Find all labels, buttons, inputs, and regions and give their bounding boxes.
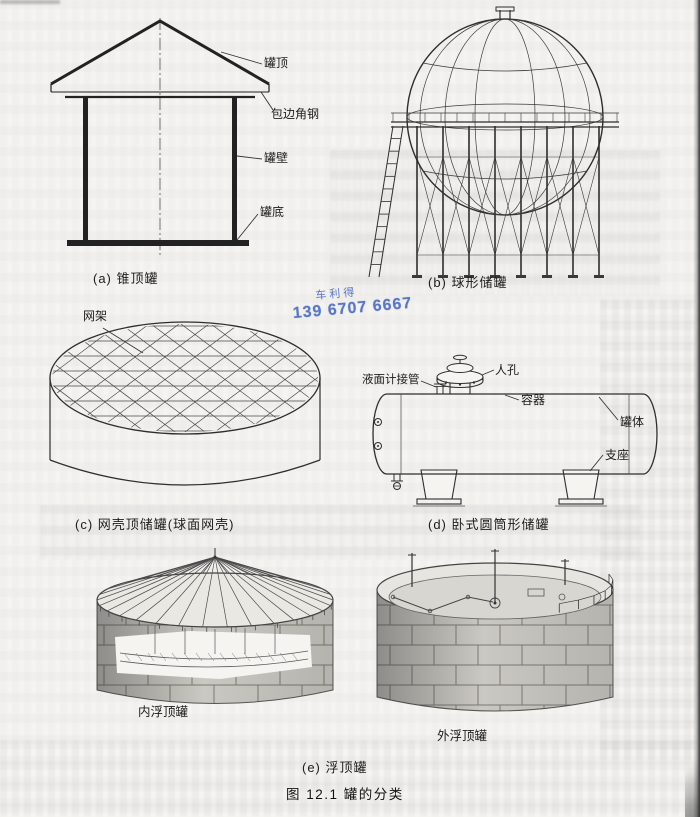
label-tank-bottom: 罐底 (260, 205, 285, 219)
page-corner-shadow (685, 745, 700, 817)
caption-floating-roof: (e) 浮顶罐 (302, 760, 368, 775)
diagram-horizontal-tank: 液面计接管 人孔 容器 罐体 支座 (d) 卧式圆筒形储罐 (355, 350, 675, 535)
label-tank-body: 罐体 (620, 415, 645, 429)
figure-caption: 图 12.1 罐的分类 (286, 787, 404, 802)
label-grid-frame: 网架 (83, 309, 108, 323)
caption-spherical-tank: (b) 球形储罐 (428, 275, 508, 290)
diagram-spherical-tank: (b) 球形储罐 (355, 5, 665, 297)
page-edge-shadow (693, 0, 700, 817)
label-tank-roof: 罐顶 (264, 56, 289, 70)
caption-cone-roof-tank: (a) 锥顶罐 (93, 271, 159, 286)
diagram-mesh-shell-tank: 网架 (c) 网壳顶储罐(球面网壳) (25, 298, 335, 533)
mesh-shell-tank-drawing (49, 321, 321, 486)
label-vessel: 容器 (521, 393, 546, 407)
label-edge-angle-steel: 包边角钢 (271, 107, 320, 121)
caption-mesh-shell-tank: (c) 网壳顶储罐(球面网壳) (75, 517, 235, 532)
label-external-floating-roof-tank: 外浮顶罐 (437, 729, 488, 743)
caption-horizontal-tank: (d) 卧式圆筒形储罐 (428, 517, 550, 532)
label-tank-wall: 罐壁 (264, 151, 289, 165)
watermark-phone: 139 6707 6667 (292, 294, 413, 323)
cone-roof-tank-drawing (50, 18, 274, 258)
diagram-cone-roof-tank: 罐顶 包边角钢 罐壁 罐底 (a) 锥顶罐 (25, 8, 335, 300)
label-support: 支座 (605, 448, 630, 462)
page-top-smudge (0, 0, 60, 4)
floating-roof-tanks-drawing (96, 548, 614, 712)
label-manhole: 人孔 (495, 363, 520, 377)
spherical-tank-drawing (368, 6, 619, 278)
horizontal-tank-drawing (372, 354, 658, 507)
label-internal-floating-roof-tank: 内浮顶罐 (138, 705, 189, 719)
label-level-gauge-nozzle: 液面计接管 (362, 374, 420, 386)
diagram-floating-roof-tanks: 内浮顶罐 外浮顶罐 (e) 浮顶罐 (60, 545, 650, 777)
